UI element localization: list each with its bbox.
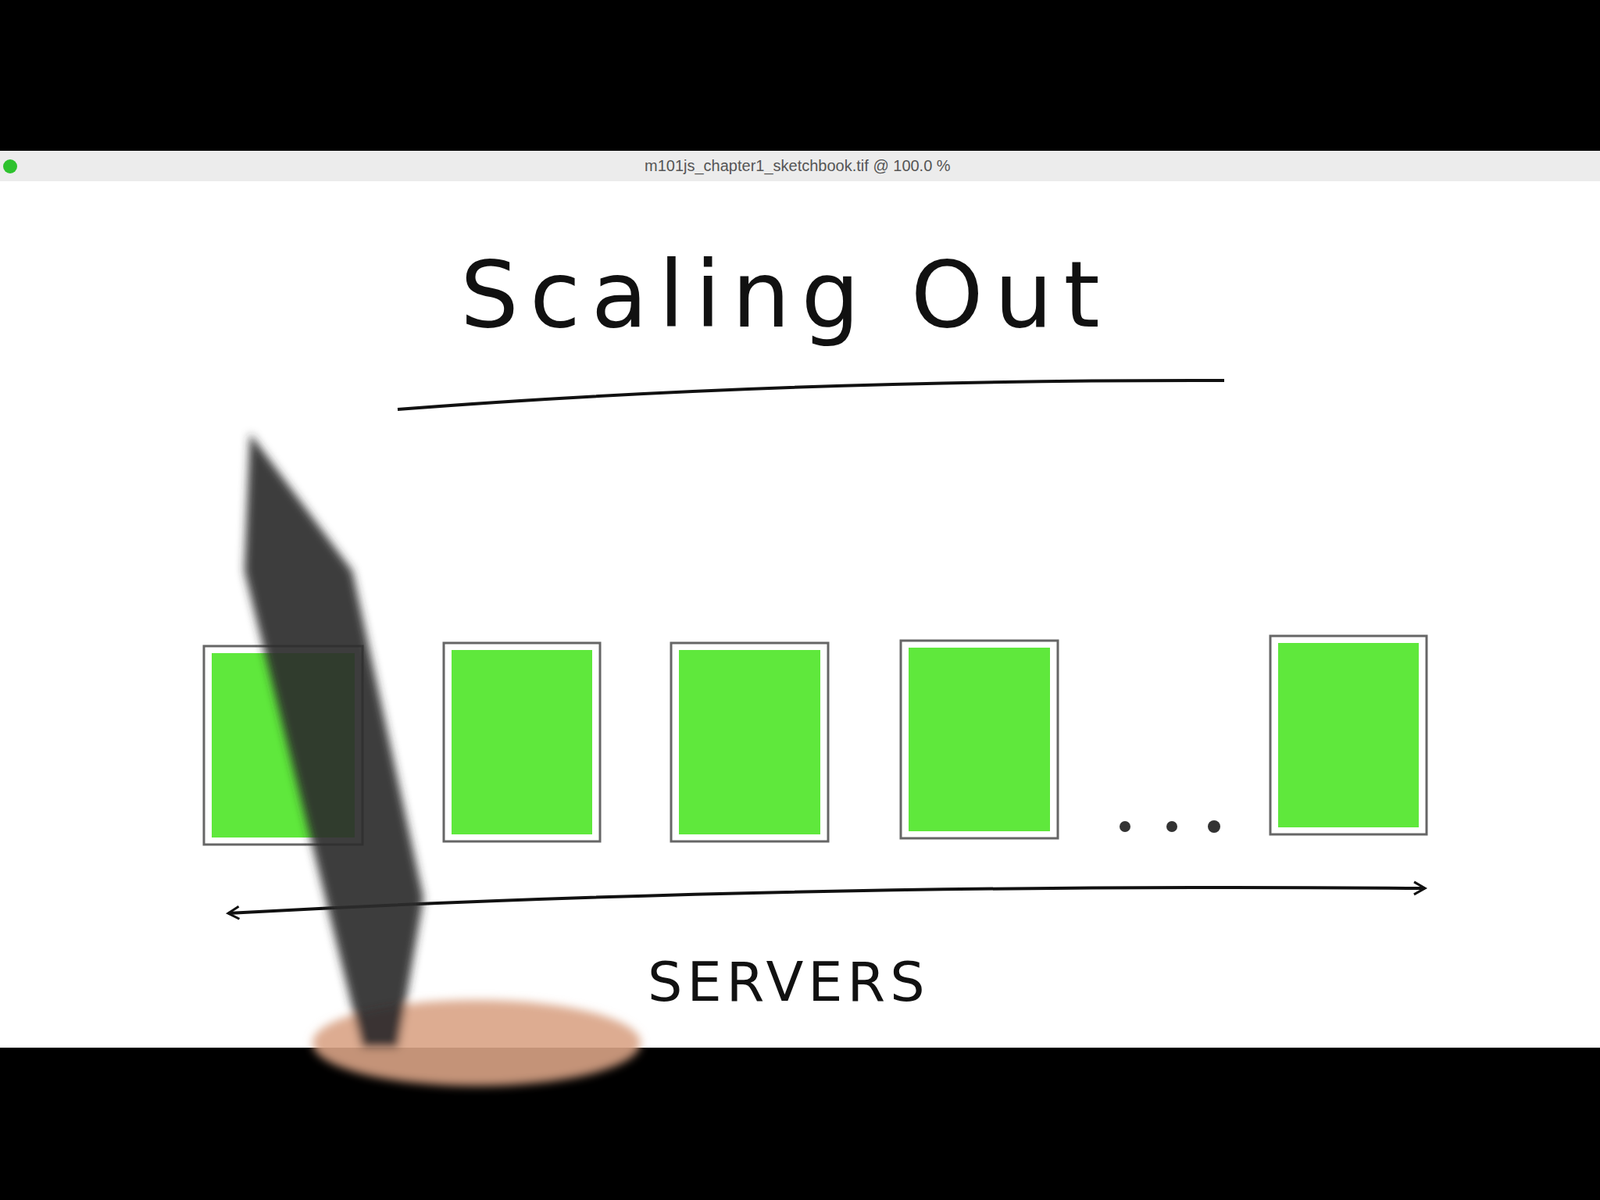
axis-label: SERVERS <box>647 954 930 1010</box>
server-box <box>443 642 600 842</box>
server-box <box>900 640 1058 839</box>
ellipsis-dots <box>1119 820 1221 833</box>
server-fill <box>678 650 821 835</box>
window-title: m101js_chapter1_sketchbook.tif @ 100.0 % <box>644 157 951 174</box>
server-fill <box>908 647 1050 832</box>
window-dot <box>3 159 18 174</box>
server-box <box>671 642 829 842</box>
server-fill <box>1278 642 1419 828</box>
title-underline <box>397 380 1225 410</box>
drawing-hand <box>244 433 641 1086</box>
sketch-title: Scaling Out <box>460 248 1111 341</box>
server-box <box>1270 635 1427 835</box>
server-fill <box>451 650 593 835</box>
